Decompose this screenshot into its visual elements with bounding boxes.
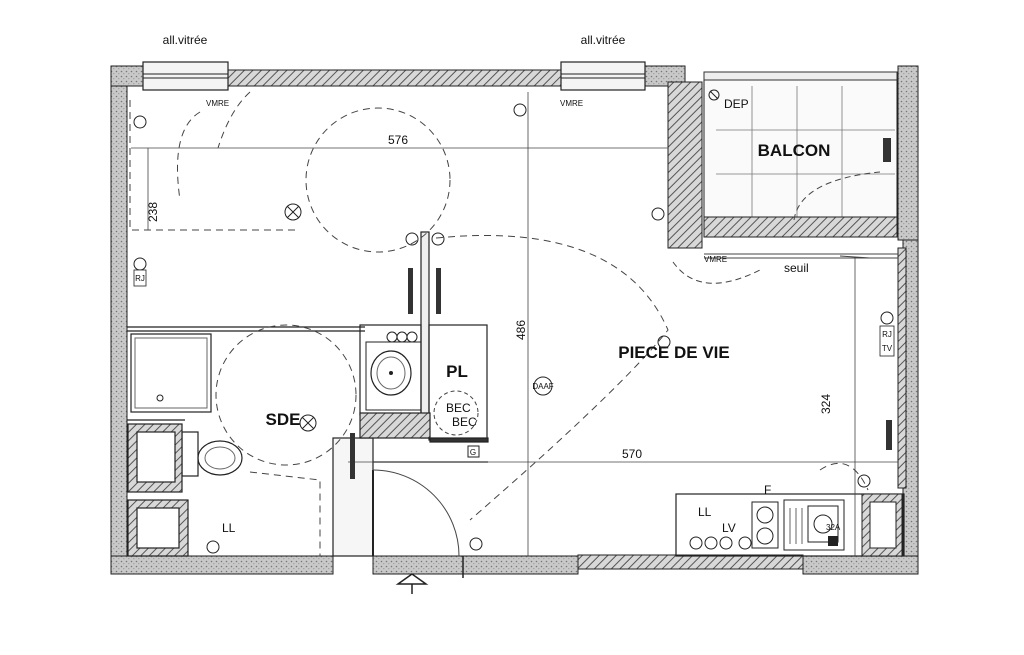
window-left-label: all.vitrée [163,33,208,47]
turning-circles [129,91,869,556]
socket-icons [133,103,894,554]
lv-label: LV [722,521,736,535]
entry-arrow-icon [395,573,429,594]
shower-tray [130,333,212,413]
dimension-lines [131,92,898,556]
dim-lower-width: 570 [622,447,642,461]
window-right-label: all.vitrée [581,33,626,47]
balcony [703,71,898,238]
rj-right-label: RJ [882,330,892,339]
bathroom-partitions [127,231,905,557]
fridge-box [861,493,903,557]
gas-box [467,445,480,458]
plaque-label: 32A [826,523,841,532]
dim-top-width: 576 [388,133,408,147]
seuil-label: seuil [784,261,809,275]
dim-left-depth: 238 [146,202,160,222]
dim-right-height: 324 [819,394,833,414]
drain-icon [708,89,720,101]
piece-de-vie-label: PIECE DE VIE [618,343,729,362]
bec-label-1: BEC [446,401,471,415]
rj-tv-outlet [879,325,895,357]
dim-center-height: 486 [514,320,528,340]
dep-label: DEP [724,97,749,111]
window-left [142,61,229,91]
vmre-label-2: VMRE [560,99,583,108]
sde-label: SDE [266,410,301,429]
g-label: G [470,448,476,457]
ll-bath-label: LL [222,521,236,535]
wc-boxes [127,423,189,557]
smoke-detector-icon [533,376,553,396]
daaf-label: DAAF [532,382,553,391]
toilet [181,431,243,477]
tv-label: TV [882,344,893,353]
pl-label: PL [446,362,468,381]
light-point-icons [284,203,671,432]
bec-label-2: BEC [452,415,477,429]
rj-left-outlet [133,257,147,287]
window-right [560,61,646,91]
entry-door [372,469,464,578]
ll-kitchen-label: LL [698,505,712,519]
balcon-label: BALCON [758,141,831,160]
switch-marks [350,268,892,479]
f-label: F [764,483,771,497]
rj-left-label: RJ [135,274,145,283]
vmre-label-1: VMRE [206,99,229,108]
washbasin [365,341,422,411]
exterior-walls [110,65,919,575]
hob-box [828,536,838,546]
kitchen-sink [751,499,845,551]
vmre-label-3: VMRE [704,255,727,264]
